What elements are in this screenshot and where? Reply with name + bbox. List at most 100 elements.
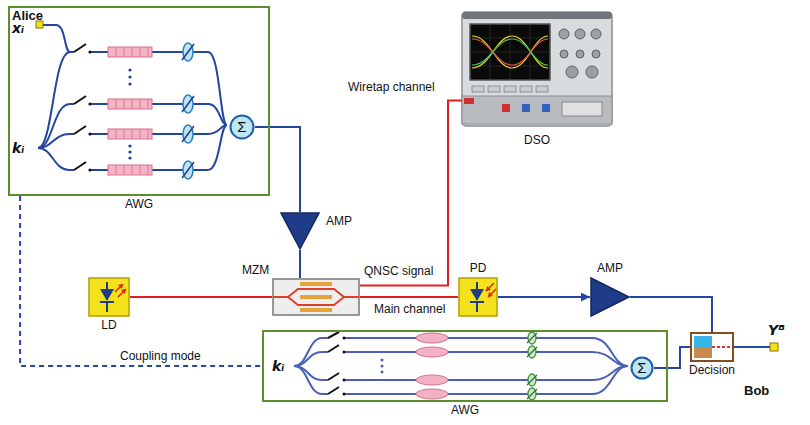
ampDown-shape [280, 212, 320, 250]
shape-part [712, 346, 730, 348]
oscilloscope-picture-part-part [464, 98, 474, 104]
alice-awg-branches [36, 21, 227, 179]
bob-awg-branches-part-part [528, 374, 536, 386]
shape-part [300, 282, 332, 286]
oscilloscope-picture-part [462, 12, 612, 126]
key-symbol: kᵢ [272, 358, 284, 374]
alice-awg-branches-part-part [108, 129, 152, 139]
alice-awg-branches-part-part [88, 132, 91, 135]
alice-awg-branches-part [182, 44, 194, 178]
signal-connector [360, 296, 458, 298]
decision-shape [690, 332, 734, 362]
output-terminal-part [734, 346, 770, 348]
alice-awg-branches-part-part [183, 125, 193, 143]
shape-part [273, 279, 359, 315]
alice-awg-branches-part [43, 25, 70, 52]
oscilloscope-picture-part-part [522, 104, 530, 112]
oscilloscope-picture-part [470, 24, 550, 80]
alice-awg-branches-part [108, 47, 152, 175]
bob-awg-branches-part [294, 366, 628, 380]
bob-awg-branches-part [527, 333, 537, 399]
node-text: MZM [242, 263, 269, 277]
alice-awg-branches-part-part [108, 165, 152, 175]
bob-awg-branches-part-part [528, 332, 536, 344]
alice-awg-branches-part-part [74, 162, 86, 170]
alice-awg-branches-part-part [108, 99, 152, 109]
shape-part [231, 116, 254, 139]
oscilloscope-picture-part-part [472, 39, 548, 65]
alice-awg-branches-part-part [128, 144, 131, 147]
alice-awg-branches-part [116, 47, 148, 175]
oscilloscope-picture-part-part [472, 86, 484, 92]
shape-part [118, 284, 123, 289]
oscilloscope-picture-part-part [566, 66, 578, 78]
bob-awg-branches-part [294, 338, 628, 366]
shape-part [694, 347, 712, 358]
alice-awg-branches-part [88, 50, 91, 171]
shape-part [632, 358, 653, 379]
alice-awg-branches-part-part [182, 44, 194, 60]
bob-awg-branches-part-part [527, 333, 537, 343]
bob-awg-branches-part-part [328, 332, 339, 338]
bob-awg-branches-part-part [343, 393, 346, 396]
alice-awg-branches-part-part [88, 168, 91, 171]
decision-box: Decision [690, 332, 734, 362]
key-symbol: kᵢ [12, 140, 24, 156]
ampRight-shape [590, 277, 630, 317]
node-text: Σ [237, 118, 246, 136]
oscilloscope-picture-part-part [560, 50, 568, 58]
node-text: LD [101, 318, 116, 332]
shape-part [486, 286, 491, 291]
shape-part [89, 278, 129, 316]
shape-part [591, 278, 629, 316]
alice-awg-branches-part-part [88, 102, 91, 105]
bob-awg-branches-part [294, 352, 628, 366]
output-terminal [734, 343, 778, 351]
oscilloscope-picture-part [462, 12, 612, 19]
alice-awg-branches-part-part [88, 50, 91, 53]
laser-diode: LD [88, 277, 130, 317]
shape-part [100, 289, 114, 301]
sum-circle: Σ [630, 356, 654, 380]
signal-connector [654, 347, 690, 368]
dashed-connector [20, 196, 262, 366]
bob-awg-branches-part-part [527, 347, 537, 357]
bob-awg-branches-part-part [343, 379, 346, 382]
oscilloscope-picture-part-part [536, 86, 548, 92]
alice-awg-branches-part-part [182, 96, 194, 112]
node-text: DSO [524, 133, 550, 147]
alice-awg-branches-part-part [183, 161, 193, 179]
alice-awg-branches-part-part [128, 150, 131, 153]
oscilloscope-picture-part-part [504, 86, 516, 92]
shape-part [691, 333, 733, 361]
oscilloscope-picture-part-part [592, 50, 600, 58]
sum-circle: Σ [229, 114, 255, 140]
oscilloscope-picture-part-part [562, 102, 602, 116]
shape-part [300, 295, 332, 299]
signal-connector [130, 296, 272, 298]
alice-awg-branches-part-part [74, 96, 86, 104]
oscilloscope-picture [462, 12, 612, 126]
node-text: Σ [637, 359, 646, 377]
bob-awg-branches-part-part [328, 373, 339, 380]
shape-part [273, 289, 359, 305]
bob-awg-branches-part-part [416, 347, 448, 357]
shape-part [281, 213, 319, 249]
alice-awg-branches-part-part [74, 126, 86, 134]
bob-awg-branches-part-part [416, 375, 448, 385]
alice-awg-branches-part [183, 43, 193, 179]
oscilloscope-picture-part [559, 29, 601, 78]
shape-part [121, 289, 126, 294]
oscilloscope-picture-part [470, 24, 550, 80]
alice-awg-branches-part-part [183, 43, 193, 61]
bob-awg-branches-part [416, 333, 448, 399]
oscilloscope-picture-part-part [470, 24, 550, 80]
bob-awg-branches-part-part [528, 388, 536, 400]
alice-awg-branches-part [74, 44, 86, 170]
alice-awg-branches-part [38, 52, 227, 148]
bob-awg-panel: AWGΣ [262, 330, 668, 402]
signal-connector [360, 101, 462, 286]
oscilloscope-picture-part [522, 104, 550, 112]
shape-part [300, 308, 332, 312]
shape-part [115, 284, 126, 297]
